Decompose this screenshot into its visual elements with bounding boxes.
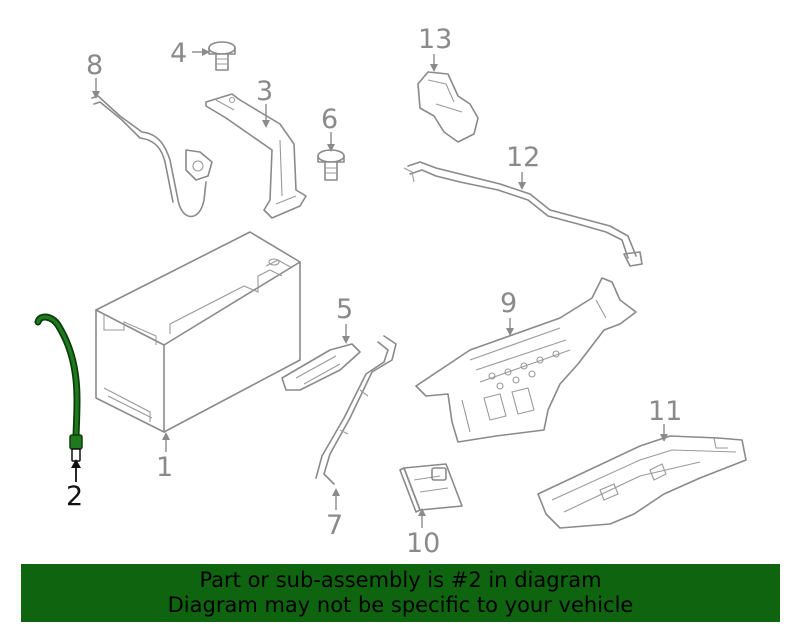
part-13-cover[interactable] [417,71,479,143]
notice-banner: Part or sub-assembly is #2 in diagram Di… [21,564,780,622]
arrowhead-1 [162,432,170,440]
arrowhead-3 [262,120,270,128]
part-4-bolt[interactable] [208,41,236,71]
part-10-cover[interactable] [399,463,463,513]
notice-line-2: Diagram may not be specific to your vehi… [167,593,634,617]
arrowhead-12 [518,182,526,190]
callout-1: 1 [156,452,173,483]
part-5-bracket[interactable] [281,343,361,391]
part-11-tray[interactable] [537,435,747,529]
callout-8: 8 [86,50,103,81]
part-3-bracket[interactable] [205,93,307,219]
callout-5: 5 [336,294,353,325]
callout-4: 4 [170,38,187,69]
arrowhead-6 [327,144,335,152]
callout-3: 3 [256,76,273,107]
arrowhead-5 [342,336,350,344]
arrowhead-13 [430,64,438,72]
arrowhead-10 [418,508,426,516]
callout-6: 6 [321,104,338,135]
arrowhead-9 [506,328,514,336]
arrowhead-4 [202,48,210,56]
part-8-cable[interactable] [91,95,213,218]
callout-12: 12 [506,142,540,173]
part-9-fusebox[interactable] [415,277,637,443]
callout-9: 9 [500,288,517,319]
arrowhead-2 [71,459,81,468]
notice-line-1: Part or sub-assembly is #2 in diagram [199,568,602,592]
arrowhead-7 [332,488,340,496]
callout-13: 13 [418,24,452,55]
callout-7: 7 [326,510,343,541]
part-7-cable[interactable] [315,335,397,485]
part-1-battery[interactable] [95,231,301,433]
arrowhead-11 [660,434,668,442]
part-12-cable[interactable] [403,161,643,267]
part-2-highlighted[interactable] [34,313,83,462]
callout-2: 2 [66,481,83,512]
part-6-bolt[interactable] [317,149,345,181]
callout-10: 10 [406,528,440,559]
parts-diagram: 2 1 8 4 3 [34,24,747,559]
arrowhead-8 [92,91,100,99]
callout-11: 11 [648,396,682,427]
